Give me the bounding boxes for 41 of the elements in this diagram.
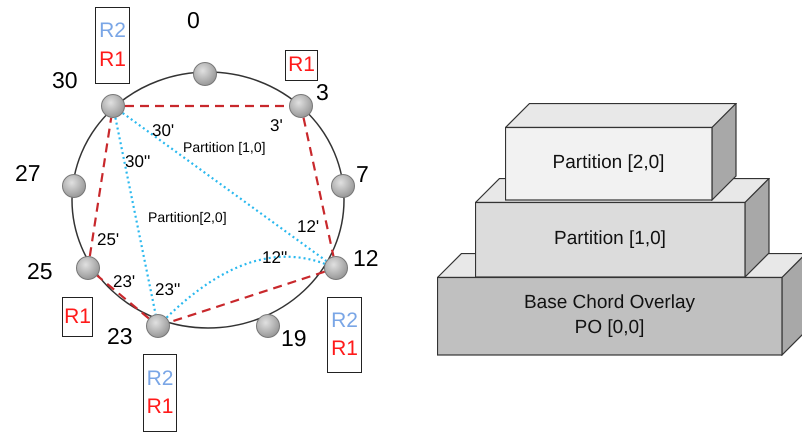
dashed-chord-line [88, 118, 112, 256]
replica-box [327, 297, 362, 373]
replica-label: R1 [331, 336, 358, 362]
node-label: 12' [297, 218, 320, 235]
replica-label: R1 [146, 394, 174, 420]
node-label: 25' [97, 231, 120, 248]
node-label: 12'' [262, 249, 288, 266]
layer-label: Partition [1,0] [554, 227, 666, 252]
layer-label: Base Chord Overlay [524, 291, 696, 316]
replica-box [143, 354, 177, 432]
node-number: 25 [27, 260, 53, 283]
node-number: 19 [281, 327, 307, 350]
node-number: 3 [316, 81, 329, 104]
replica-label: R1 [288, 52, 315, 78]
replica-box [62, 297, 93, 337]
replica-label: R1 [64, 304, 91, 330]
node-label: 30'' [125, 153, 150, 170]
node-number: 12 [353, 247, 379, 270]
replica-label: R2 [331, 308, 358, 334]
replica-label: R2 [146, 366, 174, 392]
dotted-chord-line [122, 112, 327, 262]
node-label: 30' [152, 122, 174, 139]
dashed-chord-line [302, 118, 335, 256]
dashed-chord-line [96, 274, 150, 320]
partition-label: Partition[2,0] [148, 210, 227, 224]
node-number: 27 [15, 162, 41, 185]
replica-label: R2 [99, 18, 126, 44]
layer-label: PO [0,0] [574, 316, 644, 340]
dotted-chord-line [114, 118, 157, 314]
partition-label: Partition [1,0] [183, 140, 266, 154]
layer-label: Partition [2,0] [552, 151, 664, 176]
node-number: 0 [187, 9, 200, 32]
node-number: 30 [52, 69, 78, 92]
replica-box [95, 7, 130, 84]
node-label: 3' [270, 117, 283, 134]
node-label: 23'' [155, 281, 180, 298]
node-number: 23 [107, 325, 133, 348]
node-number: 7 [356, 163, 369, 186]
node-label: 23' [113, 273, 136, 290]
dotted-chord-line [166, 256, 326, 318]
replica-label: R1 [99, 46, 126, 72]
